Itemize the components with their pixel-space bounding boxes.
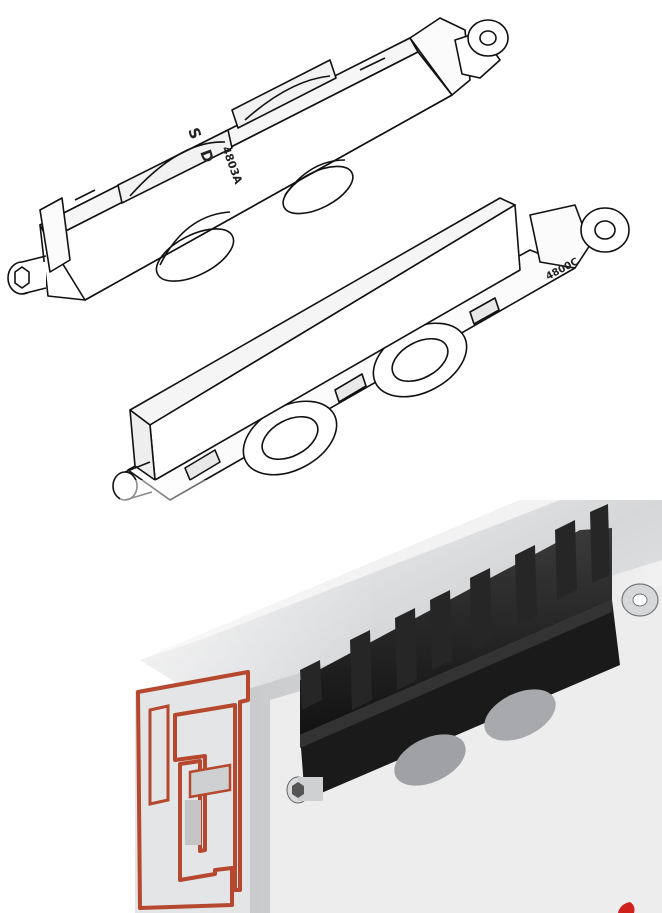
top-roller-marking-d: D: [196, 147, 217, 165]
roller-wheel-icon: [242, 400, 338, 476]
top-roller-marking-s: S: [184, 125, 205, 141]
mounting-ring-icon: [621, 583, 659, 617]
adjuster-bolt-icon: [286, 776, 323, 804]
black-roller-carriage: [286, 504, 659, 804]
top-roller-drawing: [7, 17, 509, 301]
mounting-ring-icon: [580, 207, 630, 253]
red-accent-mark: [618, 902, 635, 913]
profile-assembly-render: [120, 480, 662, 913]
middle-roller-drawing: [112, 197, 630, 501]
adjuster-bolt-icon: [7, 255, 47, 295]
mounting-ring-icon: [467, 19, 509, 57]
profile-cross-section: [135, 670, 250, 913]
